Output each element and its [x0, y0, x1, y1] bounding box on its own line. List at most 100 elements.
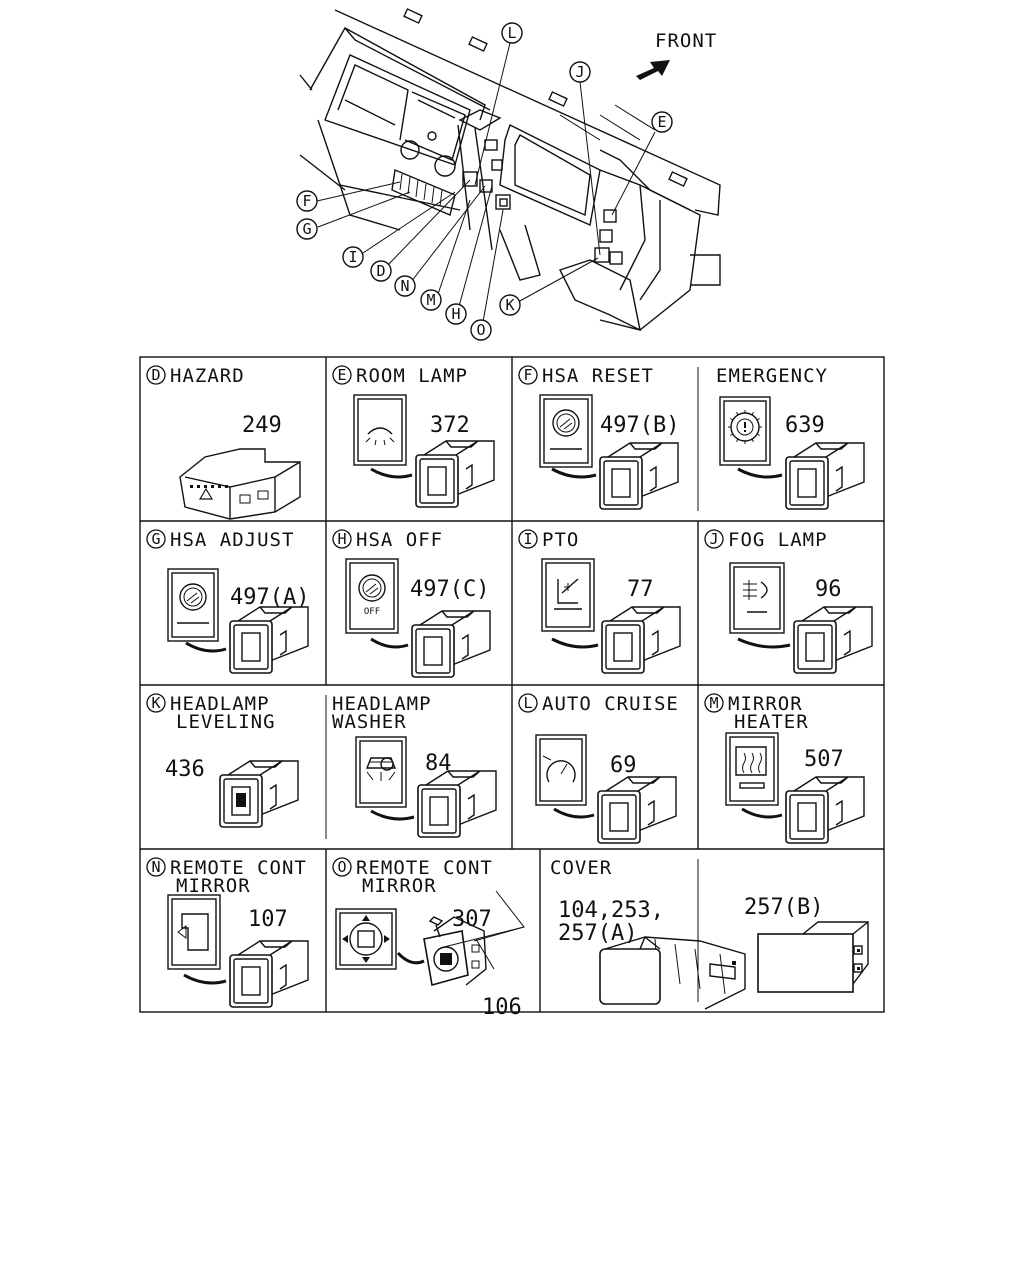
cell-letter: H: [337, 530, 346, 548]
cell-h: H HSA OFF 497(C) OFF: [332, 529, 491, 678]
part-number: 84: [425, 751, 452, 776]
part-number: 106: [482, 995, 522, 1020]
callout-g: G: [296, 218, 318, 240]
part-number: 436: [165, 757, 205, 782]
room-lamp-icon: [365, 427, 395, 446]
part-number: 497(B): [600, 413, 679, 438]
part-number: 507: [804, 747, 844, 772]
callout-f: F: [296, 190, 318, 212]
part-number: 69: [610, 753, 637, 778]
cell-letter: F: [523, 366, 532, 384]
part-number: 372: [430, 413, 470, 438]
hsa-reset-icon: [550, 409, 582, 450]
part-number: 104,253,: [558, 898, 664, 923]
callout-letter: L: [507, 24, 516, 42]
cell-letter: J: [709, 530, 718, 548]
part-number: 257(B): [744, 895, 823, 920]
callout-letter: I: [348, 248, 357, 266]
callout-i: I: [342, 246, 364, 268]
cell-title: COVER: [550, 857, 612, 879]
headlamp-washer-icon: [365, 757, 397, 781]
callout-letter: G: [302, 220, 311, 238]
cell-title: REMOTE CONT: [170, 857, 307, 879]
cell-f: F HSA RESET 497(B): [518, 365, 679, 510]
callout-letter: E: [657, 113, 666, 131]
part-number: 257(A): [558, 921, 637, 946]
callout-letter: J: [575, 63, 584, 81]
auto-cruise-icon: [542, 755, 576, 783]
part-number: 107: [248, 907, 288, 932]
callout-d: D: [370, 260, 392, 282]
cell-title: FOG LAMP: [728, 529, 828, 551]
cell-e: E ROOM LAMP 372: [332, 365, 495, 508]
cell-j: J FOG LAMP 96: [704, 529, 873, 674]
cell-title: EMERGENCY: [716, 365, 828, 387]
part-number: 96: [815, 577, 842, 602]
cell-title: HSA OFF: [356, 529, 443, 551]
callout-e: E: [651, 111, 673, 133]
callout-n: N: [394, 275, 416, 297]
callout-letter: F: [302, 192, 311, 210]
part-number: 497(C): [410, 577, 489, 602]
callout-o: O: [470, 319, 492, 341]
hsa-adjust-icon: [177, 583, 209, 624]
callout-letter: H: [451, 305, 460, 323]
cell-title: LEVELING: [176, 711, 276, 733]
part-number: 639: [785, 413, 825, 438]
pto-icon: [554, 578, 582, 610]
callout-m: M: [420, 289, 442, 311]
callout-k: K: [499, 294, 521, 316]
callout-letter: M: [426, 291, 435, 309]
emergency-brake-icon: [728, 410, 762, 444]
callout-h: H: [445, 303, 467, 325]
cell-title: HSA RESET: [542, 365, 654, 387]
cell-letter: K: [151, 694, 160, 712]
callout-letter: D: [376, 262, 385, 280]
cell-title: HAZARD: [170, 365, 245, 387]
cell-letter: L: [523, 694, 532, 712]
front-label: FRONT: [655, 30, 717, 52]
parts-table: [139, 356, 885, 1013]
callout-letter: O: [476, 321, 485, 339]
cell-letter: I: [523, 530, 532, 548]
cell-letter: N: [151, 858, 160, 876]
cell-title: MIRROR: [728, 693, 803, 715]
hsa-off-label: OFF: [364, 607, 380, 617]
cell-title: AUTO CRUISE: [542, 693, 679, 715]
callout-letter: K: [505, 296, 514, 314]
cell-letter: D: [151, 366, 160, 384]
cell-extra-15: 257(B): [744, 895, 869, 993]
cell-title: HEATER: [734, 711, 809, 733]
cell-letter: E: [337, 366, 346, 384]
hsa-off-icon: OFF: [358, 574, 386, 617]
cell-title: REMOTE CONT: [356, 857, 493, 879]
part-number: 497(A): [230, 585, 309, 610]
cell-title: HEADLAMP: [170, 693, 270, 715]
cell-title: ROOM LAMP: [356, 365, 468, 387]
cell-title: MIRROR: [362, 875, 437, 897]
callout-l: L: [501, 22, 523, 44]
callout-letter: N: [400, 277, 409, 295]
mirror-heater-icon: [735, 746, 767, 789]
cell-title: WASHER: [332, 711, 407, 733]
remote-mirror-icon: [177, 913, 209, 951]
cell-title: MIRROR: [176, 875, 251, 897]
cell-letter: O: [337, 858, 346, 876]
cell-title: HSA ADJUST: [170, 529, 294, 551]
cell-extra-3: EMERGENCY 639: [716, 365, 865, 510]
front-arrow-icon: [636, 60, 670, 80]
fog-lamp-icon: [743, 580, 768, 613]
cell-letter: M: [709, 694, 718, 712]
cell-title: HEADLAMP: [332, 693, 432, 715]
callout-j: J: [569, 61, 591, 83]
